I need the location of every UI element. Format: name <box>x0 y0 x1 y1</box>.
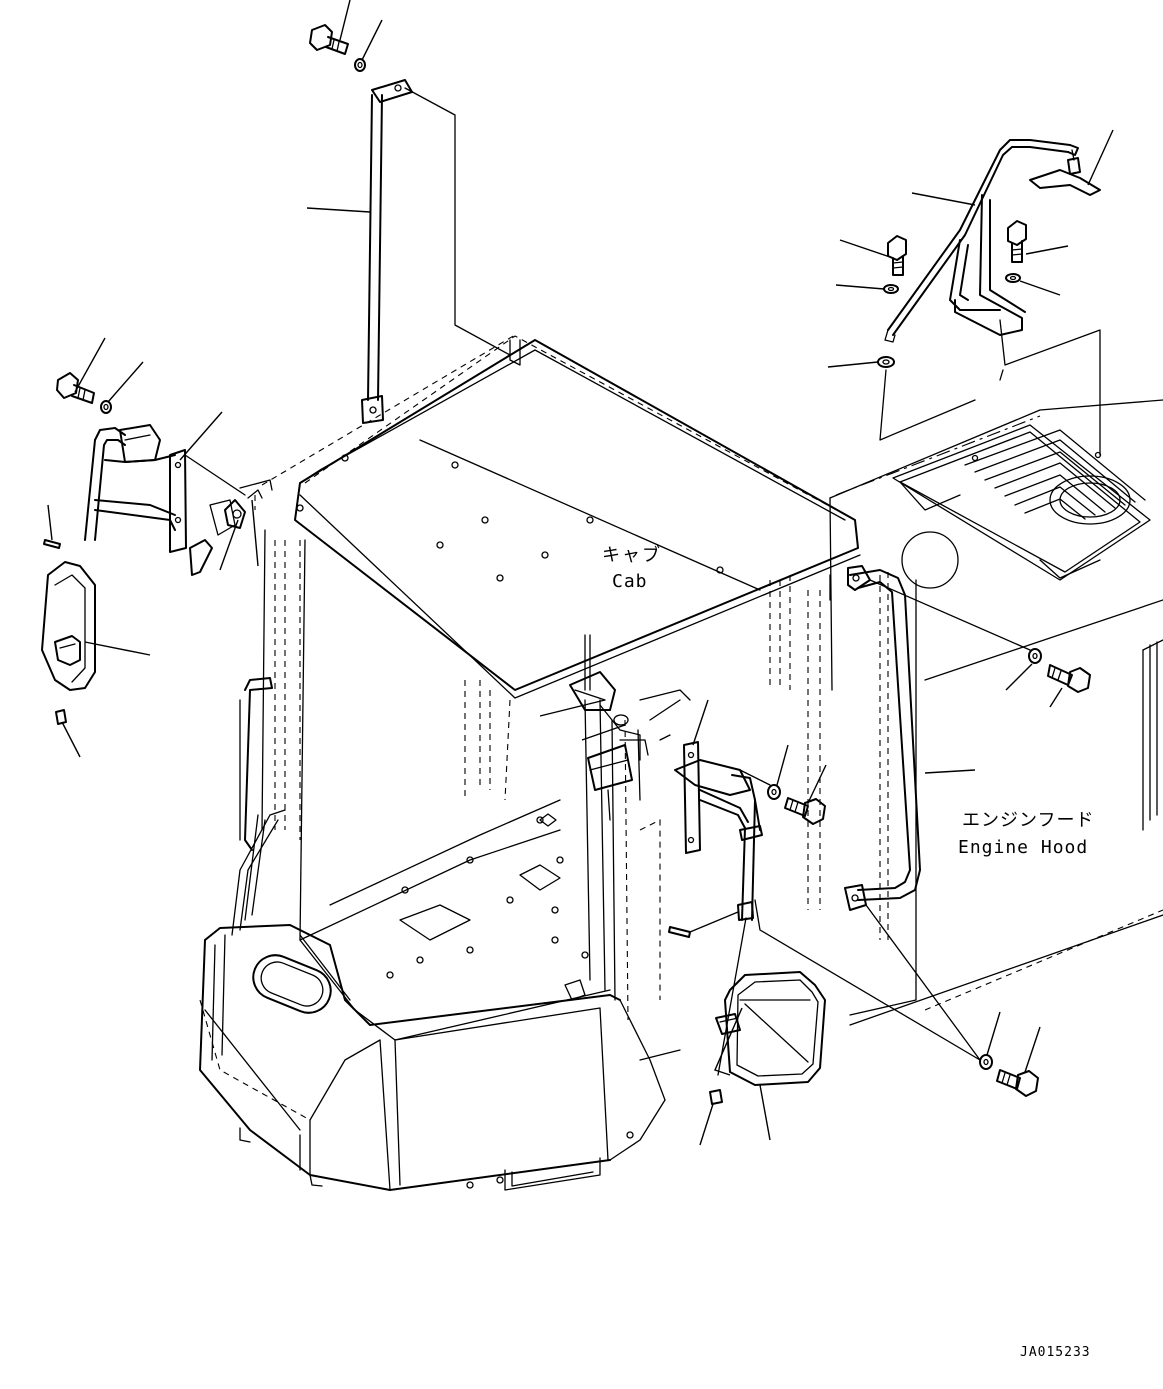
engine-hood-louver <box>1142 639 1163 831</box>
pin-left <box>43 539 61 549</box>
washer-right <box>767 784 781 800</box>
cab-label-en: Cab <box>612 571 648 592</box>
washer-rt-3 <box>877 356 895 368</box>
leader-lines <box>47 0 1114 1146</box>
mirror-arm-right <box>674 741 981 1076</box>
nut-left <box>55 709 67 725</box>
pin-right <box>668 911 739 938</box>
bolt-top <box>309 24 349 55</box>
stay-bar <box>361 79 511 424</box>
roof-holes <box>296 454 724 582</box>
engine-hood-grille <box>892 424 1151 581</box>
mirror-left <box>41 561 96 691</box>
bracket-left <box>169 449 273 576</box>
bolt-handle-bottom <box>996 1069 1039 1097</box>
washer-handle-bottom <box>979 1054 993 1070</box>
engine-hood-label-en: Engine Hood <box>958 837 1088 858</box>
washer-left <box>100 400 112 414</box>
engine-hood <box>807 399 1163 1026</box>
bolt-handle-top <box>1047 664 1091 693</box>
bolt-rt-1 <box>887 235 907 276</box>
washer-rt-2 <box>1005 273 1021 283</box>
bolt-right <box>784 797 826 825</box>
bolt-rt-2 <box>1007 220 1027 263</box>
mirror-arm-right-top <box>884 139 1079 343</box>
nut-right <box>709 1089 723 1105</box>
washer-rt-1 <box>883 284 899 294</box>
bracket-right-top <box>1029 149 1101 196</box>
washer-handle-top <box>1028 648 1042 664</box>
cab-label-jp: キャブ <box>602 544 662 566</box>
cab <box>199 334 861 1191</box>
engine-hood-label-jp: エンジンフード <box>962 810 1094 831</box>
mirror-arm-left <box>84 424 176 541</box>
mirror-right <box>715 971 826 1086</box>
drawing-id: JA015233 <box>1020 1345 1091 1360</box>
bolt-left <box>56 372 95 404</box>
cab-front-panel <box>199 924 681 1191</box>
washer-top <box>354 58 366 72</box>
cab-floor <box>299 813 611 1041</box>
grab-handle <box>844 565 1031 1061</box>
